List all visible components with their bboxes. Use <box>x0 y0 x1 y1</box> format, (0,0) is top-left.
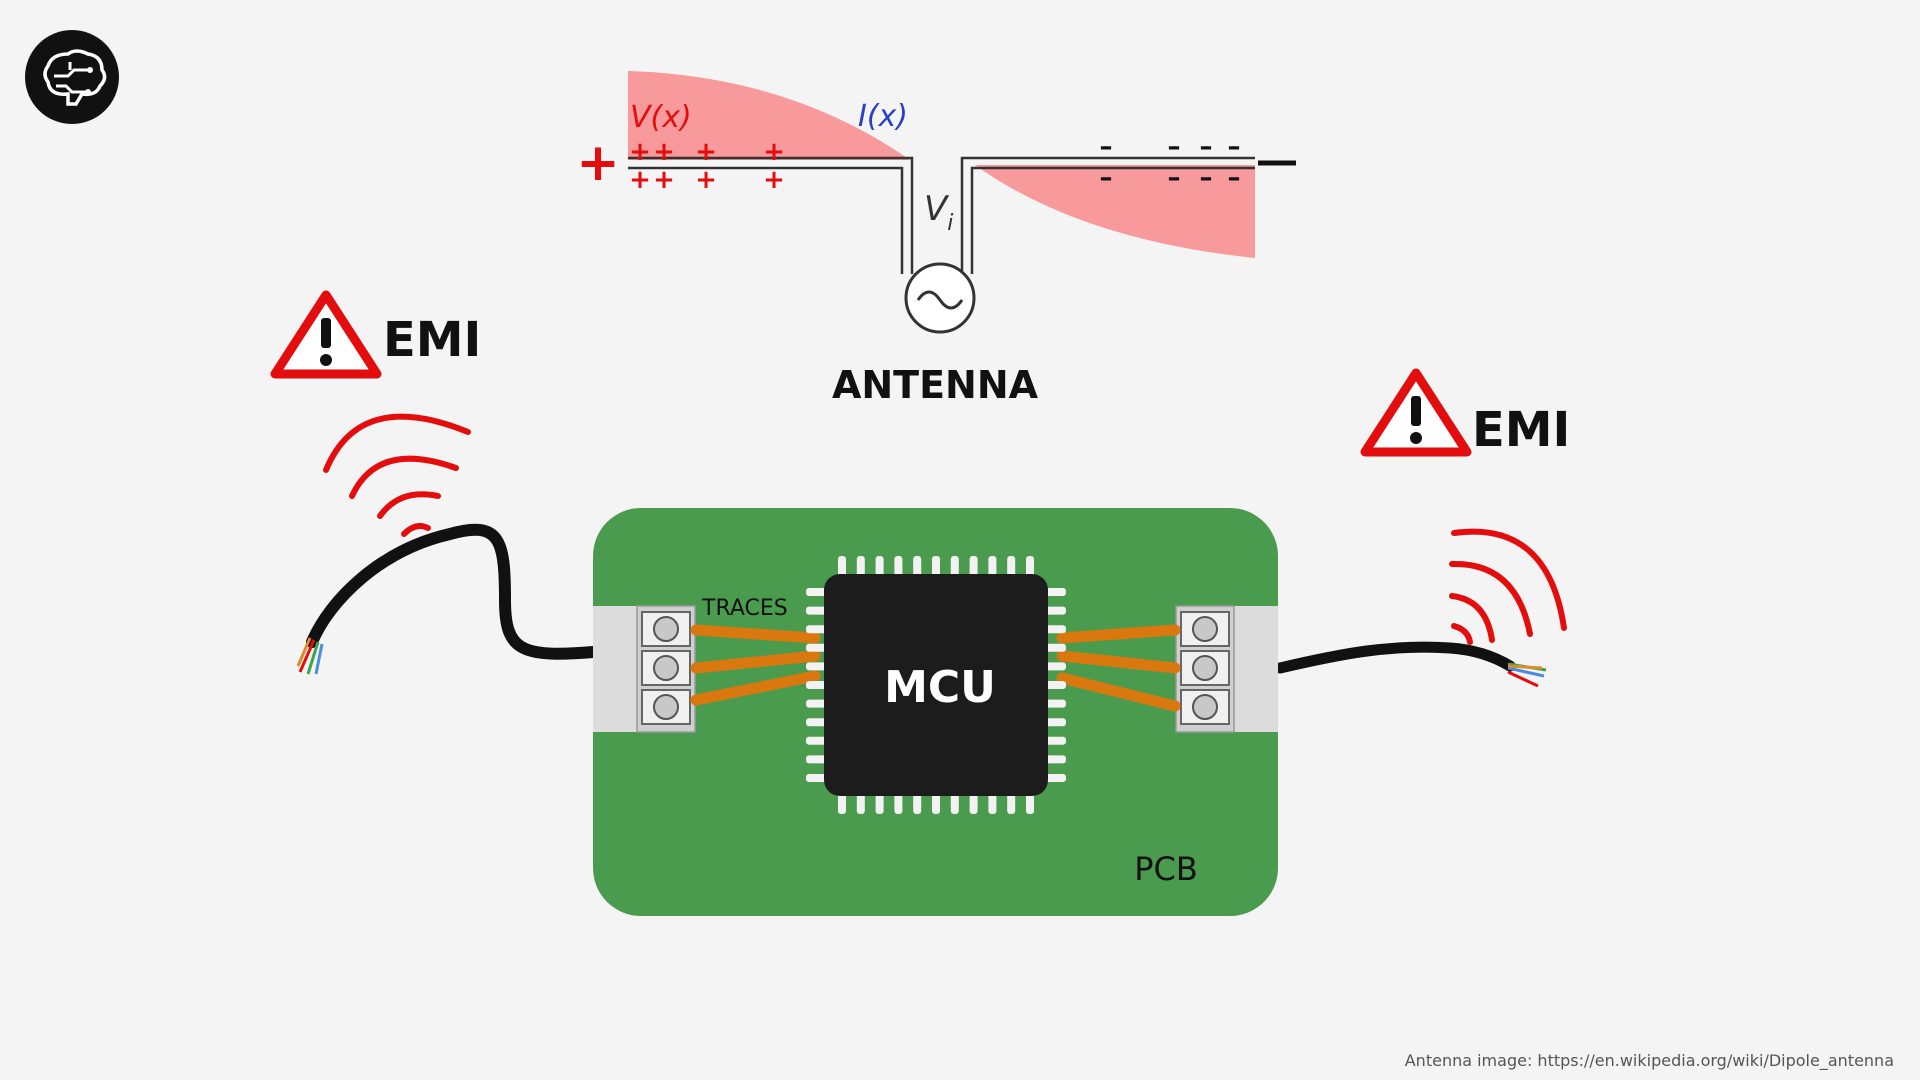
mcu-pin <box>932 792 940 814</box>
pcb-label: PCB <box>1134 850 1198 888</box>
mcu-pin <box>1007 792 1016 814</box>
emi-warning-right: EMI <box>1360 368 1570 458</box>
image-credit: Antenna image: https://en.wikipedia.org/… <box>1404 1051 1894 1070</box>
svg-text:–: – <box>1228 132 1241 162</box>
mcu-pin <box>838 556 846 578</box>
antenna-title: ANTENNA <box>832 363 1039 407</box>
mcu-pin <box>913 792 922 814</box>
svg-text:–: – <box>1168 163 1181 193</box>
mcu-pin <box>950 792 959 814</box>
svg-text:–: – <box>1228 163 1241 193</box>
emi-label: EMI <box>1472 402 1570 458</box>
mcu-pin <box>1044 588 1066 596</box>
svg-text:+: + <box>629 165 651 195</box>
cable-left <box>296 523 599 675</box>
mcu-pin <box>856 792 865 814</box>
antenna-right-rod <box>960 156 1255 274</box>
mcu-pin <box>1044 606 1066 615</box>
svg-text:+: + <box>695 137 717 167</box>
warning-triangle-icon <box>270 290 382 379</box>
svg-text:+: + <box>763 137 785 167</box>
mcu-pin <box>806 588 828 596</box>
voltage-distribution-left <box>628 71 910 160</box>
svg-text:+: + <box>653 137 675 167</box>
svg-text:–: – <box>1200 163 1213 193</box>
mcu-pin <box>1044 681 1066 689</box>
voltage-distribution-right <box>975 165 1255 258</box>
mcu-pin <box>806 718 828 727</box>
svg-text:–: – <box>1100 163 1113 193</box>
svg-text:+: + <box>629 137 651 167</box>
mcu-pin <box>988 792 997 814</box>
mcu-pin <box>875 556 884 578</box>
warning-triangle-icon <box>1360 368 1472 457</box>
mcu-pin <box>1044 718 1066 727</box>
connector-right <box>1175 605 1278 733</box>
connector-left <box>593 605 696 733</box>
negative-charges: – – – – – – – – <box>1100 132 1241 193</box>
svg-text:+: + <box>763 165 785 195</box>
mcu-pin <box>856 556 865 578</box>
plus-terminal: + <box>576 133 620 193</box>
svg-text:+: + <box>695 165 717 195</box>
mcu-pin <box>806 643 828 652</box>
mcu-pin <box>894 792 903 814</box>
mcu-pin <box>969 556 978 578</box>
mcu-pin <box>806 774 828 782</box>
mcu-pin <box>913 556 922 578</box>
mcu-pin <box>875 792 884 814</box>
positive-charges: + + + + + + + + <box>629 137 785 195</box>
radiation-waves-right <box>1449 528 1567 645</box>
emi-label: EMI <box>383 312 481 368</box>
mcu-pin <box>838 792 846 814</box>
traces-label: TRACES <box>701 596 788 621</box>
cable-right <box>1274 641 1547 688</box>
current-label: I(x) <box>858 99 908 134</box>
voltage-label: V(x) <box>630 100 692 135</box>
mcu-pin <box>1044 774 1066 782</box>
mcu-pin <box>1044 643 1066 652</box>
mcu-pin <box>894 556 903 578</box>
mcu-pin <box>806 662 828 671</box>
pcb-board: TRACES MCU PCB <box>593 508 1278 916</box>
mcu-pin <box>1044 699 1066 708</box>
mcu-pin <box>969 792 978 814</box>
traces <box>690 624 1181 712</box>
mcu-pin <box>950 556 959 578</box>
mcu-pin <box>1026 792 1034 814</box>
mcu-pin <box>1007 556 1016 578</box>
voltage-source-icon <box>904 262 976 334</box>
svg-text:–: – <box>1200 132 1213 162</box>
mcu-pin <box>1044 736 1066 745</box>
mcu-pin <box>806 606 828 615</box>
mcu-pin <box>932 556 940 578</box>
mcu-pin <box>806 699 828 708</box>
mcu-pin <box>1044 625 1066 634</box>
mcu-pin <box>806 681 828 689</box>
mcu-pin <box>1044 755 1066 764</box>
mcu-label: MCU <box>884 662 996 713</box>
svg-text:–: – <box>1100 132 1113 162</box>
antenna-left-rod <box>628 156 914 274</box>
mcu-pin <box>806 736 828 745</box>
mcu-pins <box>806 556 1066 814</box>
emi-warning-left: EMI <box>270 290 481 379</box>
mcu-pin <box>1044 662 1066 671</box>
dipole-antenna-diagram: + + + + + + + + + – – – – – – – – V(x) I… <box>576 71 1296 407</box>
input-voltage-label: Vi <box>924 189 953 236</box>
svg-text:–: – <box>1168 132 1181 162</box>
brain-circuit-icon <box>25 30 119 124</box>
mcu-pin <box>806 625 828 634</box>
mcu-pin <box>988 556 997 578</box>
svg-text:+: + <box>653 165 675 195</box>
radiation-waves-left <box>323 413 471 537</box>
mcu-pin <box>806 755 828 764</box>
mcu-chip <box>824 574 1048 796</box>
mcu-pin <box>1026 556 1034 578</box>
